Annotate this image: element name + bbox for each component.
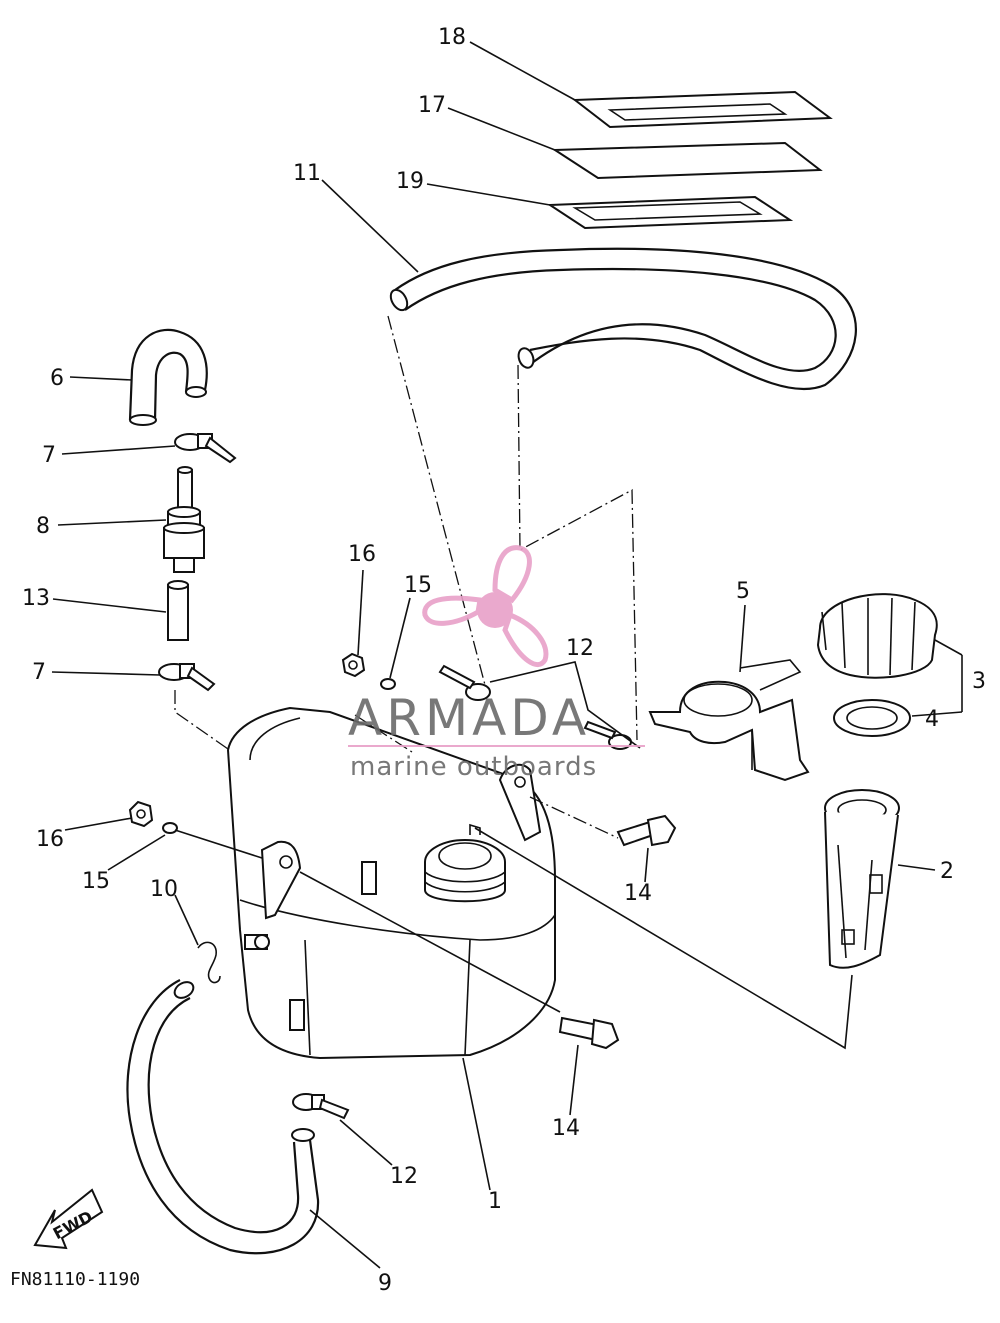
bracket-5: [648, 659, 810, 782]
callout-13: 13: [22, 586, 50, 611]
clamp-12-upper: [438, 664, 632, 750]
oil-tank-1: [226, 706, 556, 1060]
callout-11: 11: [293, 161, 321, 186]
washer-15-upper: [380, 678, 396, 690]
callout-8: 8: [36, 514, 50, 539]
strainer-2: [824, 789, 900, 969]
clip-10: [197, 941, 221, 984]
vent-hose-11: [389, 247, 857, 391]
return-hose-9: [126, 979, 320, 1255]
callout-14-upper: 14: [624, 881, 652, 906]
callout-1: 1: [488, 1189, 502, 1214]
bolt-14-upper: [616, 814, 677, 847]
propeller-icon: [422, 545, 549, 668]
gasket-4: [833, 699, 911, 737]
callout-10: 10: [150, 877, 178, 902]
armada-logo: ARMADA marine outboards: [348, 545, 645, 782]
callout-5: 5: [736, 579, 750, 604]
nut-16-lower: [128, 800, 154, 828]
clamp-7-lower: [158, 663, 216, 692]
leader-lines: [51, 41, 963, 1269]
callout-4: 4: [925, 707, 939, 732]
callout-16-upper: 16: [348, 542, 376, 567]
callout-12-upper: 12: [566, 636, 594, 661]
callout-19: 19: [396, 169, 424, 194]
watermark-tagline: marine outboards: [350, 752, 597, 782]
tube-13: [167, 580, 189, 641]
clamp-12-lower: [292, 1093, 350, 1120]
clamp-7-top: [174, 433, 237, 464]
filler-cap-3: [816, 593, 938, 679]
fitting-8: [163, 466, 205, 573]
callout-14-lower: 14: [552, 1116, 580, 1141]
callout-9: 9: [378, 1271, 392, 1296]
fwd-arrow-icon: FWD: [33, 1188, 104, 1250]
callout-15-lower: 15: [82, 869, 110, 894]
callout-12-lower: 12: [390, 1164, 418, 1189]
callout-15-upper: 15: [404, 573, 432, 598]
callout-7-top: 7: [42, 443, 56, 468]
callout-2: 2: [940, 859, 954, 884]
nut-16-upper: [341, 652, 366, 678]
diagram-code: FN81110-1190: [10, 1269, 140, 1290]
decal-18: [572, 90, 833, 129]
callout-3: 3: [972, 669, 986, 694]
callout-18: 18: [438, 25, 466, 50]
callout-17: 17: [418, 93, 446, 118]
bolt-14-lower: [558, 1016, 620, 1050]
watermark-brand: ARMADA: [348, 689, 590, 747]
callout-7-lower: 7: [32, 660, 46, 685]
decal-17: [551, 141, 823, 180]
elbow-hose-6: [128, 328, 208, 426]
washer-15-lower: [162, 822, 178, 834]
callout-6: 6: [50, 366, 64, 391]
decal-19: [546, 195, 794, 230]
callout-16-lower: 16: [36, 827, 64, 852]
